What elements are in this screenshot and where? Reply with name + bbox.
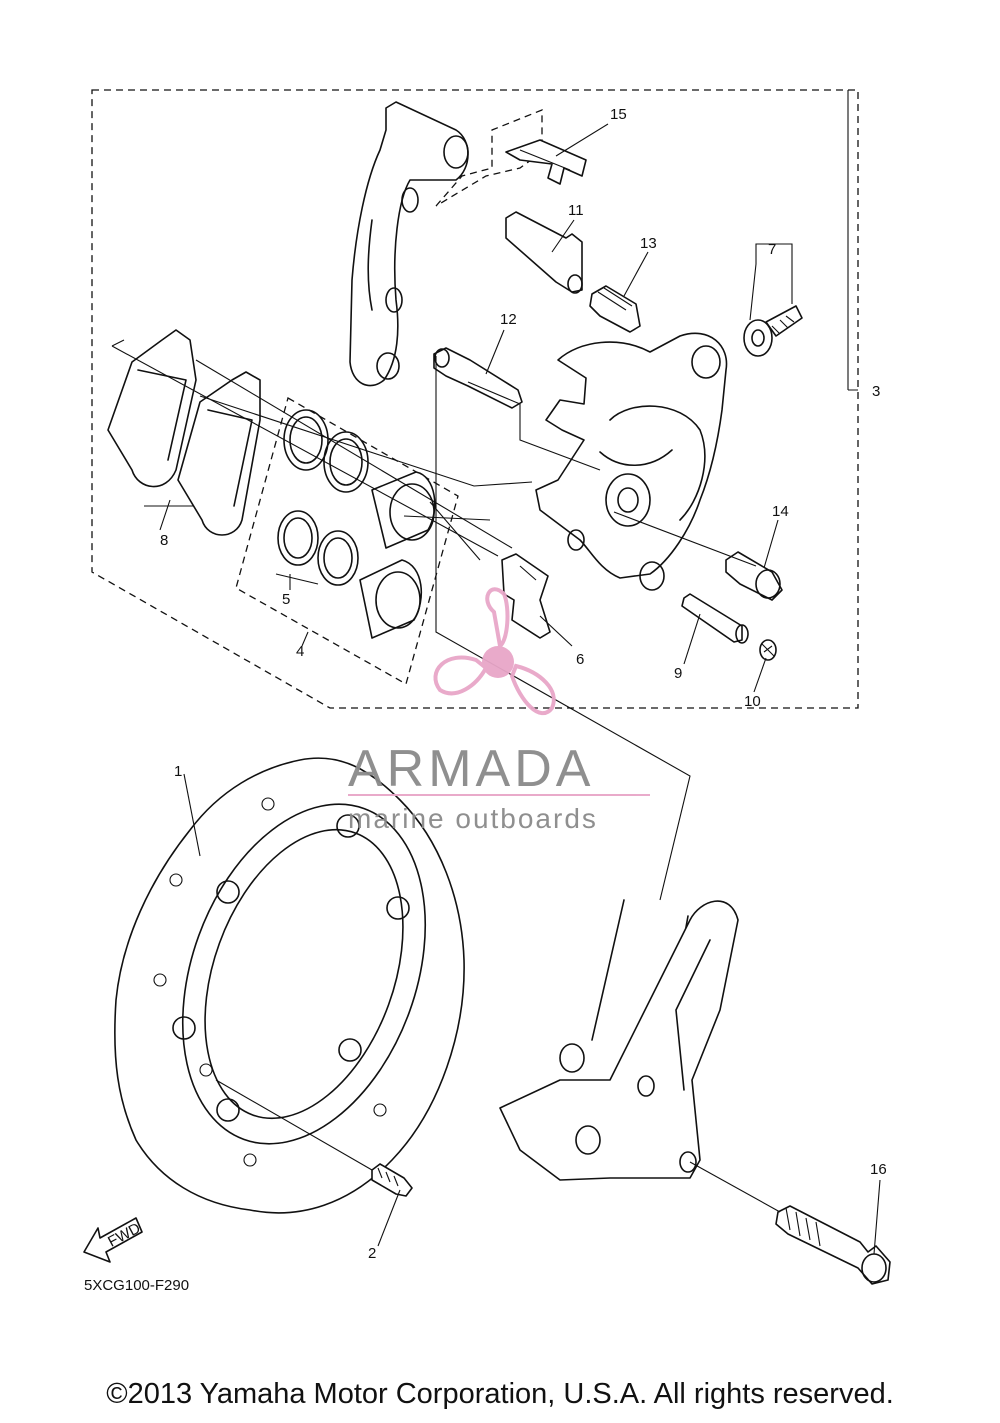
slide-pin-upper bbox=[505, 211, 583, 294]
caliper-bracket bbox=[349, 101, 469, 387]
propeller-logo-icon bbox=[433, 587, 556, 716]
callout-6: 6 bbox=[576, 651, 584, 668]
callout-leaders bbox=[144, 90, 881, 1255]
brake-pad-set bbox=[107, 329, 261, 536]
pad-pin bbox=[681, 593, 749, 644]
pad-spring bbox=[505, 139, 587, 185]
watermark-name: ARMADA bbox=[348, 740, 594, 798]
pad-support bbox=[501, 553, 551, 639]
callout-4: 4 bbox=[296, 643, 304, 660]
pin-boot bbox=[589, 285, 641, 333]
pistons bbox=[359, 471, 436, 639]
callout-1: 1 bbox=[174, 763, 182, 780]
callout-12: 12 bbox=[500, 311, 517, 328]
callout-15: 15 bbox=[610, 106, 627, 123]
guide-pin bbox=[725, 551, 783, 601]
callout-11: 11 bbox=[568, 202, 584, 219]
callout-9: 9 bbox=[674, 665, 682, 682]
bleed-screw bbox=[743, 305, 803, 357]
callout-5: 5 bbox=[282, 591, 290, 608]
pad-pin-plug bbox=[759, 639, 777, 661]
watermark-tagline: marine outboards bbox=[348, 803, 598, 834]
caliper-body bbox=[535, 332, 728, 591]
callout-7: 7 bbox=[768, 241, 776, 258]
callout-10: 10 bbox=[744, 693, 761, 710]
caliper-assembly-boundary bbox=[91, 89, 859, 709]
fork-leg bbox=[499, 899, 739, 1181]
callout-16: 16 bbox=[870, 1161, 887, 1178]
callout-2: 2 bbox=[368, 1245, 376, 1262]
brake-disc bbox=[114, 757, 465, 1214]
callout-14: 14 bbox=[772, 503, 789, 520]
callout-8: 8 bbox=[160, 532, 168, 549]
watermark-divider bbox=[348, 794, 650, 796]
fwd-arrow-icon: FWD bbox=[83, 1217, 143, 1263]
slide-pin-lower bbox=[433, 347, 523, 409]
caliper-mounting-bolt bbox=[775, 1205, 891, 1285]
pad-spring-boundary bbox=[435, 109, 543, 207]
assembly-leaders bbox=[111, 339, 781, 1213]
callout-3: 3 bbox=[872, 383, 880, 400]
diagram-code: 5XCG100-F290 bbox=[84, 1277, 189, 1294]
callout-13: 13 bbox=[640, 235, 657, 252]
seal-kit-boundary bbox=[235, 397, 459, 685]
copyright-notice: ©2013 Yamaha Motor Corporation, U.S.A. A… bbox=[106, 1378, 894, 1410]
disc-bolt bbox=[371, 1163, 413, 1197]
armada-logo: ARMADA marine outboards bbox=[348, 587, 650, 834]
